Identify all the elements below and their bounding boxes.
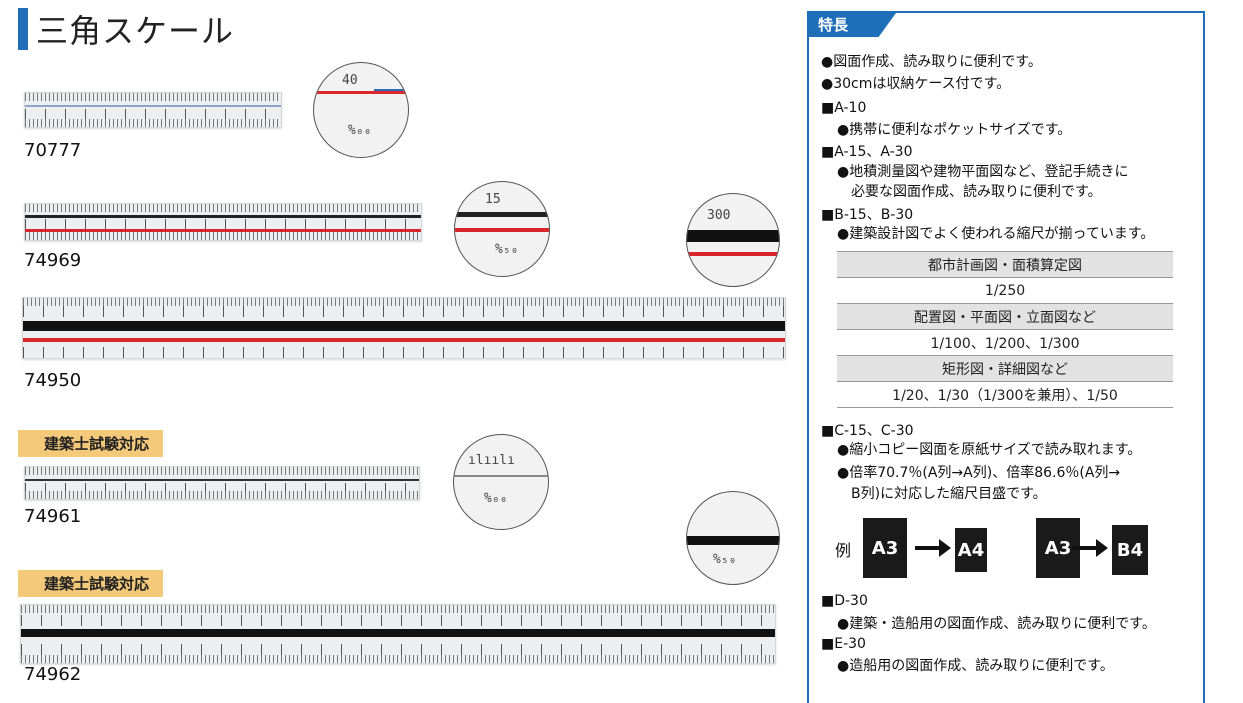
exam-tag: 建築士試験対応 — [18, 430, 164, 457]
features-panel: 特長 ●図面作成、読み取りに便利です。 ●30cmは収納ケース付です。 ■A-1… — [807, 11, 1205, 703]
section-text: ●携帯に便利なポケットサイズです。 — [837, 122, 1072, 138]
features-tab: 特長 — [809, 13, 896, 37]
scale-ruler-image — [22, 297, 786, 359]
section-text: ●造船用の図面作成、読み取りに便利です。 — [837, 658, 1114, 674]
scale-table: 都市計画図・面積算定図 1/250 配置図・平面図・立面図など 1/100、1/… — [837, 251, 1173, 408]
detail-zoom-image: ılıılı %₀₀ — [453, 434, 549, 530]
section-text: B列)に対応した縮尺目盛です。 — [851, 486, 1047, 502]
detail-zoom-image: 40 %₀₀ — [313, 62, 409, 158]
section-heading-a10: ■A-10 — [821, 100, 867, 116]
exam-tag: 建築士試験対応 — [18, 570, 164, 597]
product-code: 74969 — [24, 250, 82, 271]
intro-line: ●図面作成、読み取りに便利です。 — [821, 54, 1042, 70]
section-text: ●建築・造船用の図面作成、読み取りに便利です。 — [837, 616, 1156, 632]
page-title: 三角スケール — [36, 12, 235, 50]
table-header-cell: 配置図・平面図・立面図など — [837, 303, 1173, 330]
table-header-cell: 矩形図・詳細図など — [837, 355, 1173, 382]
section-text: ●縮小コピー図面を原紙サイズで読み取れます。 — [837, 442, 1142, 458]
product-code: 70777 — [24, 140, 82, 161]
example-label: 例 — [835, 541, 852, 560]
scale-ruler-image — [24, 203, 422, 241]
section-text: ●建築設計図でよく使われる縮尺が揃っています。 — [837, 226, 1155, 242]
title-accent-bar — [18, 8, 28, 50]
table-value-cell: 1/100、1/200、1/300 — [837, 329, 1173, 356]
paper-size-b4-box: B4 — [1112, 525, 1148, 575]
product-code: 74961 — [24, 506, 82, 527]
arrow-icon — [1072, 539, 1108, 557]
paper-size-a4-box: A4 — [955, 528, 987, 572]
product-code: 74962 — [24, 664, 82, 685]
table-value-cell: 1/20、1/30（1/300を兼用）、1/50 — [837, 381, 1173, 408]
section-heading-d30: ■D-30 — [821, 593, 868, 609]
section-heading-b15: ■B-15、B-30 — [821, 207, 914, 223]
section-heading-a15: ■A-15、A-30 — [821, 144, 913, 160]
section-text: 必要な図面作成、読み取りに便利です。 — [851, 184, 1102, 200]
table-value-cell: 1/250 — [837, 277, 1173, 304]
scale-ruler-image — [24, 92, 282, 128]
section-heading-e30: ■E-30 — [821, 636, 866, 652]
detail-zoom-image: 15 %₅₀ — [454, 181, 550, 277]
paper-size-a3-box: A3 — [863, 518, 907, 578]
table-header-cell: 都市計画図・面積算定図 — [837, 251, 1173, 278]
section-text: ●倍率70.7％(A列→A列)、倍率86.6％(A列→ — [837, 465, 1121, 481]
detail-zoom-image: %₅₀ — [686, 491, 780, 585]
detail-zoom-image: 300 — [686, 193, 780, 287]
section-heading-c15: ■C-15、C-30 — [821, 423, 914, 439]
section-text: ●地積測量図や建物平面図など、登記手続きに — [837, 164, 1129, 180]
product-code: 74950 — [24, 370, 82, 391]
scale-ruler-image — [20, 604, 776, 664]
arrow-icon — [915, 539, 951, 557]
intro-line: ●30cmは収納ケース付です。 — [821, 76, 1011, 92]
scale-ruler-image — [24, 466, 420, 500]
